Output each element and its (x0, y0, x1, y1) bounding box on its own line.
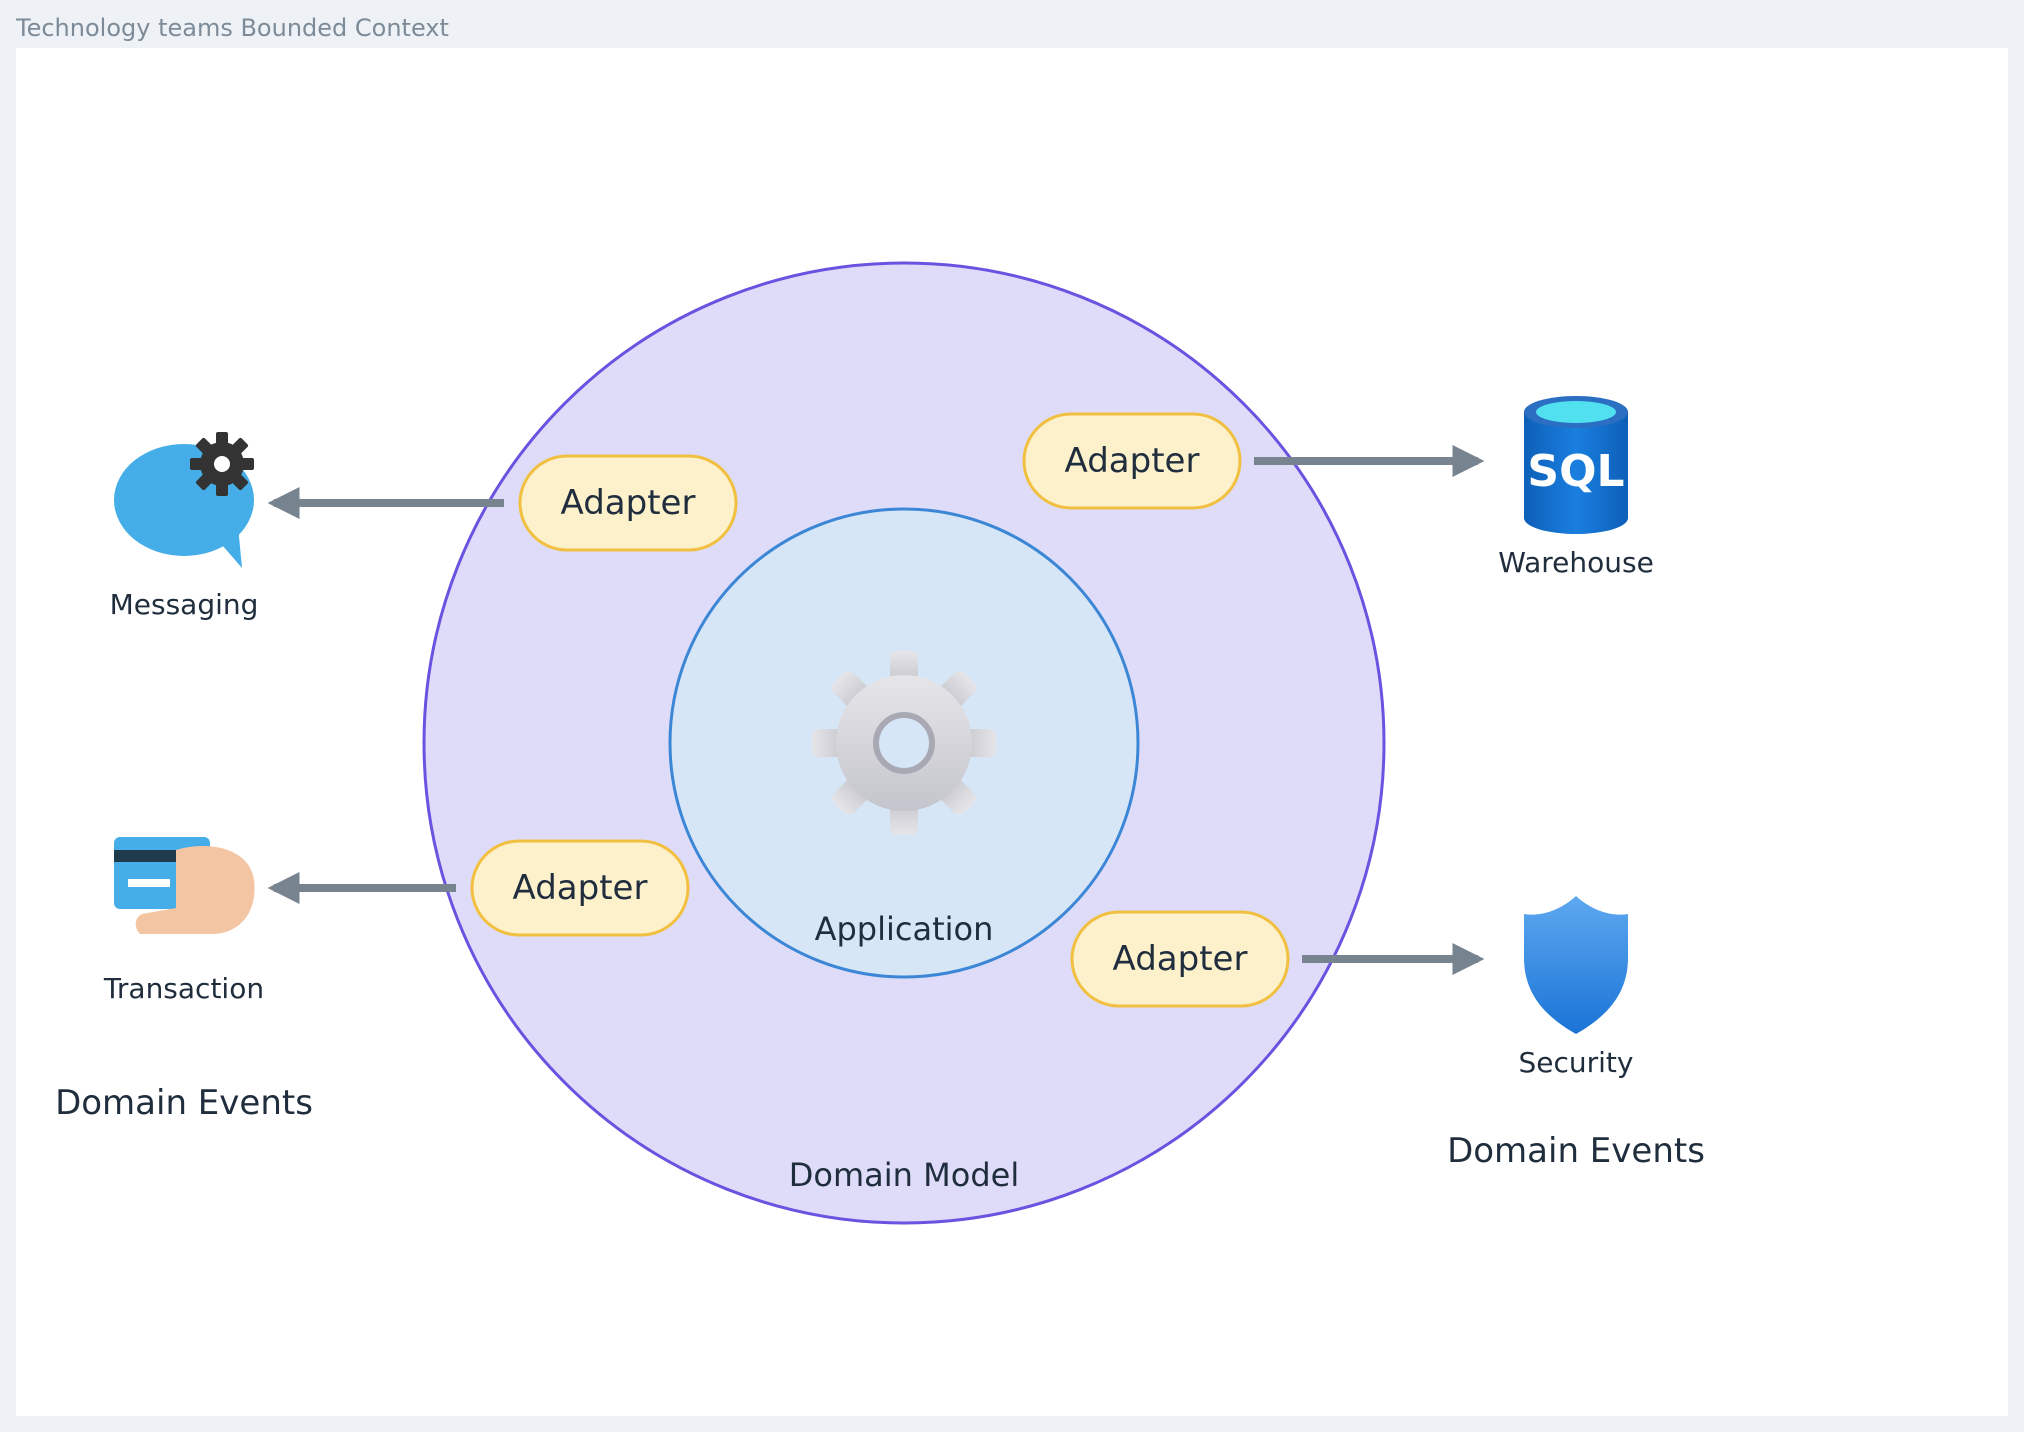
adapter-label: Adapter (1065, 441, 1200, 481)
right-domain-events-label: Domain Events (1447, 1131, 1705, 1171)
sql-database-icon: SQL (1524, 396, 1628, 534)
adapter-warehouse[interactable]: Adapter (1022, 412, 1242, 510)
transaction-label: Transaction (103, 972, 264, 1005)
sql-icon-text: SQL (1527, 446, 1624, 497)
warehouse-label: Warehouse (1498, 546, 1654, 579)
domain-model-label: Domain Model (789, 1156, 1019, 1194)
shield-icon (1524, 896, 1628, 1034)
adapter-transaction[interactable]: Adapter (470, 839, 690, 937)
adapter-messaging[interactable]: Adapter (518, 454, 738, 552)
chat-gear-icon (114, 432, 254, 568)
left-domain-events-label: Domain Events (55, 1083, 313, 1123)
card-in-hand-icon (114, 837, 255, 934)
adapter-label: Adapter (513, 868, 648, 908)
adapter-label: Adapter (1113, 939, 1248, 979)
gear-icon (812, 651, 996, 835)
adapter-label: Adapter (561, 483, 696, 523)
diagram-canvas: Application Domain Model Adapter Adapter… (16, 48, 2008, 1416)
frame-title: Technology teams Bounded Context (16, 14, 449, 42)
adapter-security[interactable]: Adapter (1070, 910, 1290, 1008)
security-label: Security (1519, 1046, 1634, 1079)
messaging-label: Messaging (110, 588, 259, 621)
hexagonal-architecture-diagram: Application Domain Model Adapter Adapter… (55, 261, 1705, 1225)
application-label: Application (815, 910, 994, 948)
